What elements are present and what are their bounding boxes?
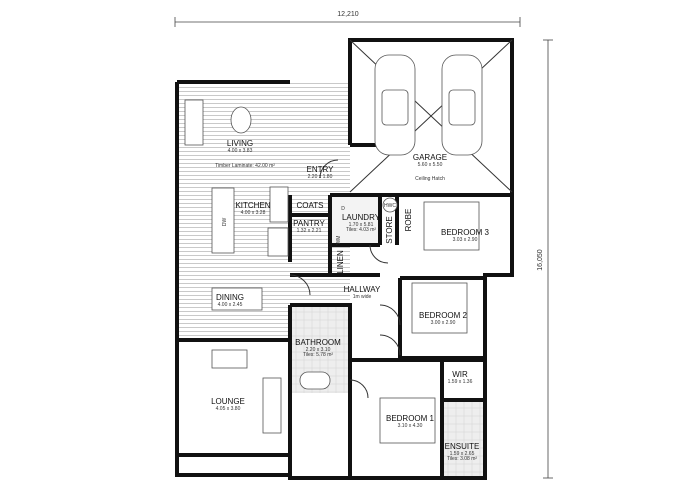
room-size: 3.00 x 2.90 [431,320,456,326]
dryer-label: D [341,206,345,212]
room-garage: GARAGE [413,153,447,162]
room-linen: LINEN [336,250,345,274]
room-size: 4.05 x 3.80 [216,406,241,412]
bathtub-icon [299,371,331,390]
room-store: STORE [385,216,394,243]
room-size: 1.32 x 2.21 [297,228,322,234]
depth-dimension: 16,050 [537,39,553,479]
room-bathroom: BATHROOM [295,338,341,347]
furniture: DW WM D HWC [184,99,480,444]
room-tiles: Tiles: 5.78 m² [303,352,333,358]
room-size: 4.00 x 3.83 [228,148,253,154]
bed-icon [411,282,468,334]
garage-cars [349,39,513,193]
walls [175,38,514,480]
oven-icon [267,227,289,257]
room-coats: COATS [297,201,324,210]
timber-floor [177,82,350,337]
room-size: 4.00 x 2.45 [218,302,243,308]
room-tiles: Tiles: 3.08 m² [447,456,477,462]
room-wir: WIR [452,370,468,379]
room-bedroom-1: BEDROOM 1 [386,414,435,423]
room-entry: ENTRY [307,165,335,174]
room-tiles: Tiles: 4.03 m² [346,227,376,233]
ottoman-icon [230,106,252,134]
room-size: 4.00 x 3.28 [241,210,266,216]
room-bedroom-3: BEDROOM 3 [441,228,490,237]
room-size: 1.59 x 1.36 [448,379,473,385]
bed-icon [423,201,480,251]
wm-label: WM [336,236,342,245]
room-ensuite: ENSUITE [445,442,480,451]
room-size: 1.59 x 2.65 [450,451,475,457]
room-living: LIVING [227,139,253,148]
ensuite-tiles [442,400,484,476]
room-size: 3.03 x 2.90 [453,237,478,243]
room-size: 1m wide [353,294,372,300]
room-size: 2.20 x 1.80 [308,174,333,180]
room-kitchen: KITCHEN [235,201,270,210]
room-size: 5.60 x 5.50 [418,162,443,168]
room-bedroom-2: BEDROOM 2 [419,311,468,320]
room-robe: ROBE [404,209,413,232]
doors [289,159,401,399]
kitchen-island [211,187,235,254]
hot-water-icon [382,197,398,213]
room-laundry: LAUNDRY [342,213,381,222]
ceiling-hatch-note: Ceiling Hatch [415,176,445,182]
room-hallway: HALLWAY [344,285,381,294]
dining-table [211,287,263,311]
room-size: 3.10 x 4.30 [398,423,423,429]
flooring-note: Timber Laminate: 42.00 m² [215,163,275,169]
bed-icon [379,397,436,444]
room-size: 2.20 x 3.10 [306,347,331,353]
room-labels: LIVING 4.00 x 3.83 Timber Laminate: 42.0… [211,139,489,462]
lounge-sofa [211,349,248,369]
hwc-label: HWC [384,203,396,209]
room-size: 1.70 x 5.81 [349,222,374,228]
width-dimension: 12,210 [174,11,521,27]
room-lounge: LOUNGE [211,397,245,406]
width-label: 12,210 [337,11,359,18]
depth-label: 16,050 [537,249,544,271]
sofa-icon [184,99,204,146]
cooktop-icon [269,186,289,223]
lounge-sofa [262,377,282,434]
room-pantry: PANTRY [293,219,325,228]
room-dining: DINING [216,293,244,302]
dw-label: DW [222,218,228,227]
laundry-floor [332,197,378,243]
